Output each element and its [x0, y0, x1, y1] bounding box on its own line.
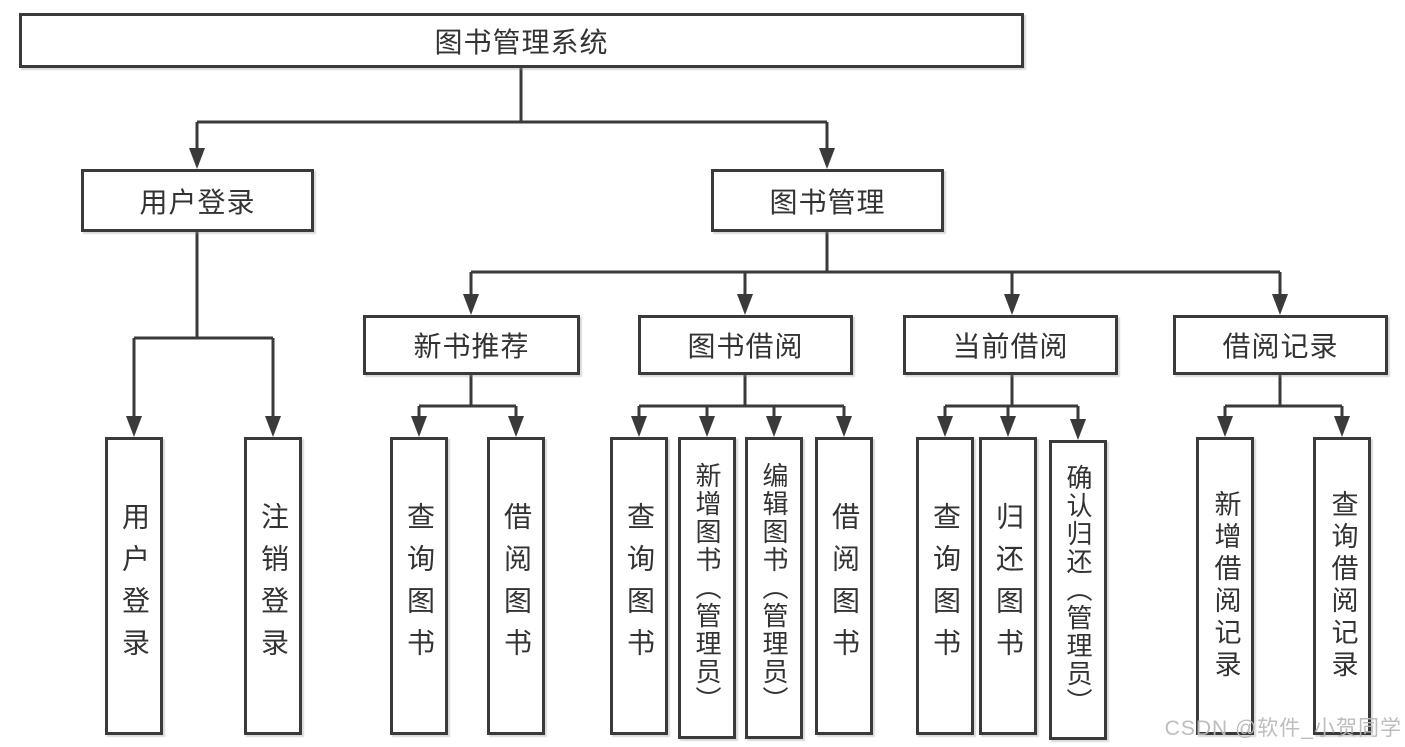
arrowhead-icon	[126, 416, 142, 437]
leaf-borrowing-borrow-books: 借阅图书	[815, 437, 873, 735]
csdn-watermark: CSDN @软件_小贺同学	[1164, 717, 1402, 740]
arrowhead-icon	[819, 148, 835, 169]
connector-userlogin-leaves	[132, 232, 275, 418]
leaf-logout: 注销登录	[244, 437, 302, 735]
leaf-user-login: 用户登录	[105, 437, 163, 735]
arrowhead-icon	[508, 416, 524, 437]
node-book-borrowing: 图书借阅	[638, 315, 853, 375]
arrowhead-icon	[737, 294, 753, 315]
arrowhead-icon	[937, 416, 953, 437]
connector-root-level2	[195, 68, 829, 150]
leaf-recommend-query-books: 查询图书	[390, 437, 448, 735]
arrowhead-icon	[189, 148, 205, 169]
arrowhead-icon	[766, 416, 782, 437]
leaf-add-borrow-record: 新增借阅记录	[1196, 437, 1254, 735]
node-library-management-system: 图书管理系统	[19, 13, 1024, 68]
node-current-borrowing: 当前借阅	[903, 315, 1118, 375]
node-book-management: 图书管理	[711, 169, 944, 232]
arrowhead-icon	[1217, 416, 1233, 437]
leaf-edit-book-admin: 编辑图书（管理员）	[745, 437, 803, 739]
arrowhead-icon	[1272, 294, 1288, 315]
arrowhead-icon	[1000, 416, 1016, 437]
connector-recommend-leaves	[417, 375, 518, 418]
connector-borrowing-leaves	[637, 375, 846, 418]
arrowhead-icon	[631, 416, 647, 437]
arrowhead-icon	[1004, 294, 1020, 315]
leaf-recommend-borrow-books: 借阅图书	[487, 437, 545, 735]
leaf-current-query-books: 查询图书	[916, 437, 974, 735]
leaf-add-book-admin: 新增图书（管理员）	[678, 437, 736, 739]
connector-current-leaves	[943, 375, 1080, 420]
connector-bookmgmt-level3	[469, 232, 1282, 296]
node-user-login: 用户登录	[81, 169, 314, 232]
arrowhead-icon	[699, 416, 715, 437]
arrowhead-icon	[411, 416, 427, 437]
node-borrowing-records: 借阅记录	[1173, 315, 1388, 375]
leaf-confirm-return-admin: 确认归还（管理员）	[1049, 440, 1107, 740]
arrowhead-icon	[463, 294, 479, 315]
leaf-return-books: 归还图书	[979, 437, 1037, 735]
leaf-query-borrow-record: 查询借阅记录	[1313, 437, 1371, 735]
arrowhead-icon	[1334, 416, 1350, 437]
arrowhead-icon	[836, 416, 852, 437]
leaf-borrowing-query-books: 查询图书	[610, 437, 668, 735]
arrowhead-icon	[1070, 419, 1086, 440]
node-new-book-recommend: 新书推荐	[363, 315, 580, 375]
connector-records-leaves	[1223, 375, 1344, 418]
arrowhead-icon	[265, 416, 281, 437]
